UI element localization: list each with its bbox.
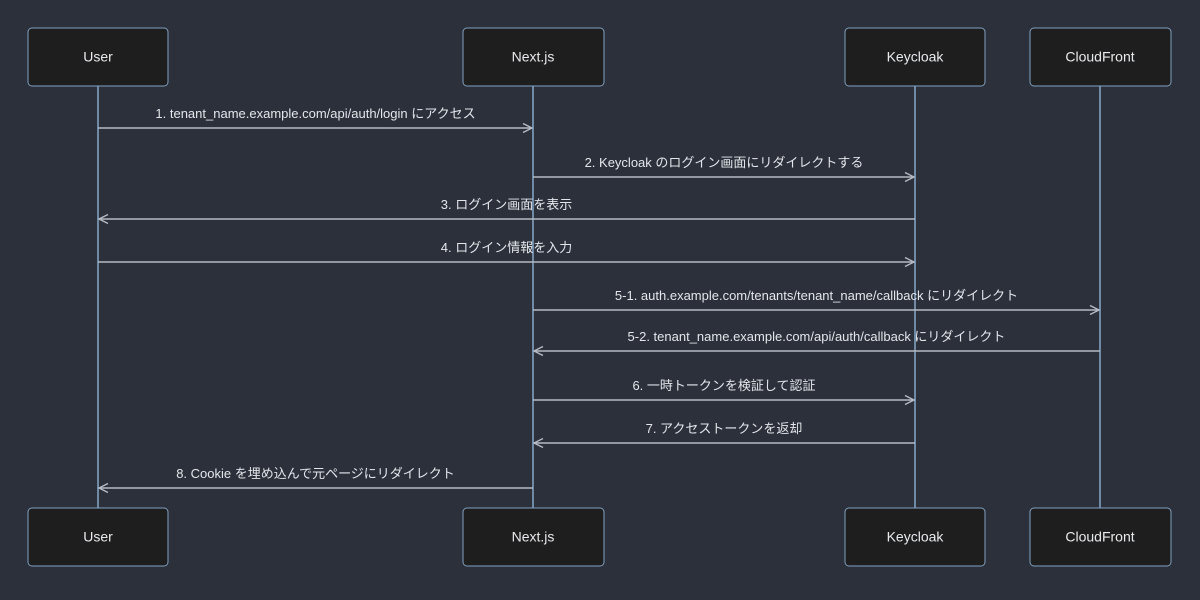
message-label: 4. ログイン情報を入力 bbox=[441, 240, 572, 255]
arrowhead-icon bbox=[532, 345, 544, 357]
arrowhead-icon bbox=[904, 256, 916, 268]
arrowhead-icon bbox=[97, 213, 109, 225]
participant-box bbox=[1029, 27, 1172, 87]
message-label: 8. Cookie を埋め込んで元ページにリダイレクト bbox=[176, 466, 455, 481]
message-8[interactable]: 8. Cookie を埋め込んで元ページにリダイレクト bbox=[97, 466, 533, 494]
message-label: 5-1. auth.example.com/tenants/tenant_nam… bbox=[615, 288, 1018, 303]
participant-box bbox=[844, 507, 986, 567]
message-label: 5-2. tenant_name.example.com/api/auth/ca… bbox=[628, 329, 1006, 344]
messages-layer: 1. tenant_name.example.com/api/auth/logi… bbox=[97, 106, 1101, 494]
participant-box bbox=[462, 507, 605, 567]
message-6[interactable]: 6. 一時トークンを検証して認証 bbox=[533, 378, 916, 406]
message-1[interactable]: 1. tenant_name.example.com/api/auth/logi… bbox=[98, 106, 534, 134]
participant-label: CloudFront bbox=[1065, 49, 1134, 65]
participant-label: Keycloak bbox=[887, 529, 945, 545]
arrowhead-icon bbox=[532, 437, 544, 449]
participant-box bbox=[27, 507, 169, 567]
participant-label: Keycloak bbox=[887, 49, 945, 65]
participant-keycloak-bottom[interactable]: Keycloak bbox=[844, 507, 986, 567]
participant-label: Next.js bbox=[512, 529, 555, 545]
participant-cloudfront-top[interactable]: CloudFront bbox=[1029, 27, 1172, 87]
participant-label: Next.js bbox=[512, 49, 555, 65]
message-4[interactable]: 4. ログイン情報を入力 bbox=[98, 240, 916, 268]
message-label: 3. ログイン画面を表示 bbox=[441, 197, 572, 212]
participant-label: User bbox=[83, 49, 113, 65]
participant-label: User bbox=[83, 529, 113, 545]
participant-box bbox=[1029, 507, 1172, 567]
participant-nextjs-bottom[interactable]: Next.js bbox=[462, 507, 605, 567]
message-label: 7. アクセストークンを返却 bbox=[646, 421, 803, 436]
message-5-1[interactable]: 5-1. auth.example.com/tenants/tenant_nam… bbox=[533, 288, 1101, 316]
message-7[interactable]: 7. アクセストークンを返却 bbox=[532, 421, 915, 449]
participant-user-bottom[interactable]: User bbox=[27, 507, 169, 567]
participant-user-top[interactable]: User bbox=[27, 27, 169, 87]
participant-cloudfront-bottom[interactable]: CloudFront bbox=[1029, 507, 1172, 567]
message-label: 1. tenant_name.example.com/api/auth/logi… bbox=[155, 106, 475, 121]
participant-keycloak-top[interactable]: Keycloak bbox=[844, 27, 986, 87]
participant-nextjs-top[interactable]: Next.js bbox=[462, 27, 605, 87]
arrowhead-icon bbox=[904, 394, 916, 406]
lifelines-layer bbox=[97, 86, 1101, 508]
arrowhead-icon bbox=[97, 482, 109, 494]
arrowhead-icon bbox=[904, 171, 916, 183]
message-5-2[interactable]: 5-2. tenant_name.example.com/api/auth/ca… bbox=[532, 329, 1100, 357]
message-3[interactable]: 3. ログイン画面を表示 bbox=[97, 197, 915, 225]
participant-box bbox=[27, 27, 169, 87]
participant-box bbox=[844, 27, 986, 87]
participant-box bbox=[462, 27, 605, 87]
message-label: 2. Keycloak のログイン画面にリダイレクトする bbox=[585, 155, 864, 170]
arrowhead-icon bbox=[1089, 304, 1101, 316]
participant-label: CloudFront bbox=[1065, 529, 1134, 545]
message-2[interactable]: 2. Keycloak のログイン画面にリダイレクトする bbox=[533, 155, 916, 183]
arrowhead-icon bbox=[522, 122, 534, 134]
message-label: 6. 一時トークンを検証して認証 bbox=[632, 378, 815, 393]
